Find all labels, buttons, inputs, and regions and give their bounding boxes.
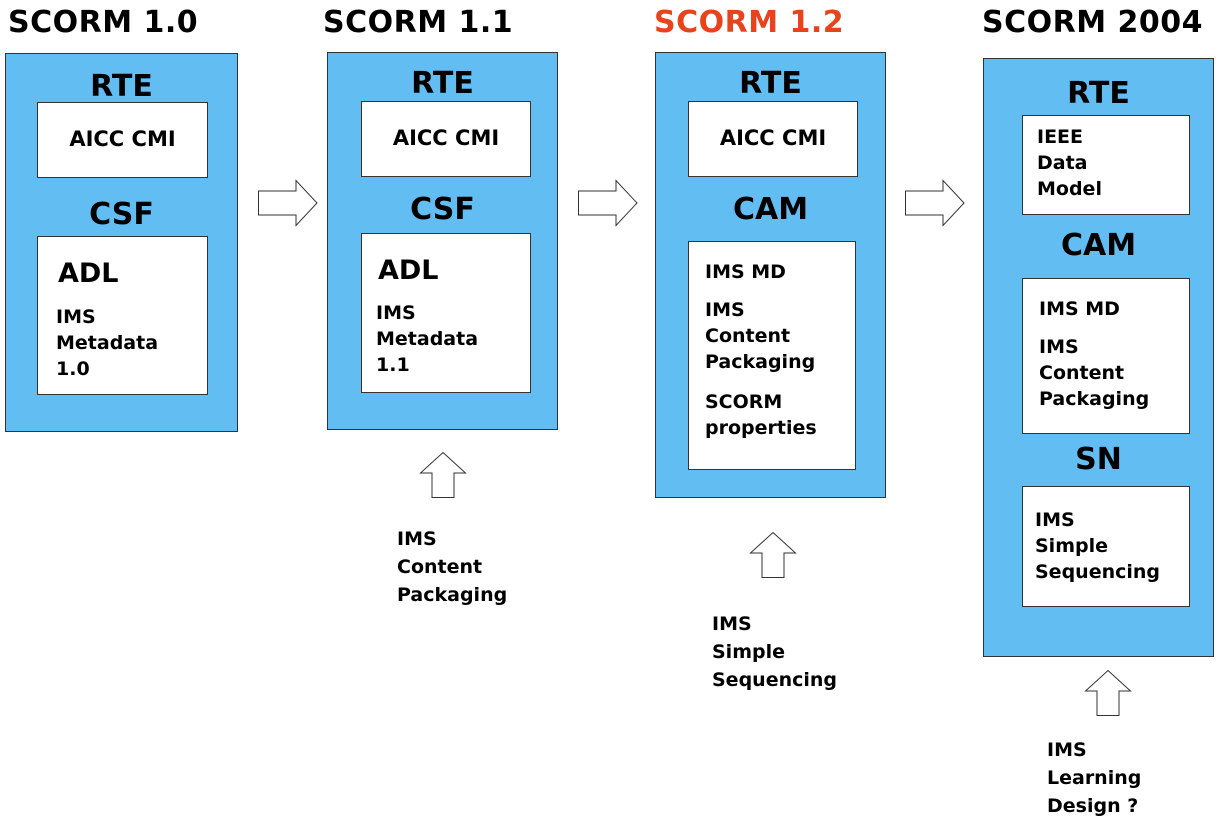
box-cam-item: IMS MD xyxy=(705,261,786,283)
title-scorm-1-0: SCORM 1.0 xyxy=(8,5,199,40)
box-rte-line: IEEE xyxy=(1037,126,1084,148)
up-arrow-icon xyxy=(1084,669,1132,716)
input-label-line: IMS xyxy=(397,528,437,550)
box-cam-item: IMS xyxy=(705,299,745,321)
box-csf-line: 1.0 xyxy=(56,358,90,380)
section-label-cam: CAM xyxy=(732,192,809,227)
box-sn-line: IMS xyxy=(1035,509,1075,531)
box-csf-line: Metadata xyxy=(56,332,159,354)
box-rte-text: AICC CMI xyxy=(69,127,176,151)
section-label-sn: SN xyxy=(1075,442,1122,477)
box-csf-line: IMS xyxy=(56,306,96,328)
input-label-line: Design ? xyxy=(1047,795,1139,817)
box-cam-item: Packaging xyxy=(1039,388,1150,410)
input-label-line: Content xyxy=(397,556,483,578)
box-cam-item: Content xyxy=(705,325,791,347)
box-cam-item: Content xyxy=(1039,362,1125,384)
box-cam-item: Packaging xyxy=(705,351,816,373)
up-arrow-icon xyxy=(419,451,467,498)
panel-scorm-1-0: RTE AICC CMI CSF ADL IMS Metadata 1.0 xyxy=(5,53,238,432)
right-arrow-icon xyxy=(258,179,318,227)
box-sn-line: Sequencing xyxy=(1035,561,1161,583)
right-arrow-icon xyxy=(578,179,638,227)
box-rte: AICC CMI xyxy=(361,101,531,177)
panel-scorm-1-1: RTE AICC CMI CSF ADL IMS Metadata 1.1 xyxy=(327,52,558,430)
box-cam-item: IMS xyxy=(1039,336,1079,358)
box-rte-line: Data xyxy=(1037,152,1088,174)
input-label-line: Simple xyxy=(712,641,785,663)
box-csf: ADL IMS Metadata 1.0 xyxy=(37,236,208,395)
up-arrow-icon xyxy=(749,531,797,578)
box-csf-line: Metadata xyxy=(376,328,479,350)
box-rte: IEEE Data Model xyxy=(1022,115,1190,215)
section-label-rte: RTE xyxy=(739,66,802,101)
section-label-csf: CSF xyxy=(89,197,154,232)
box-rte-text: AICC CMI xyxy=(392,126,500,150)
section-label-rte: RTE xyxy=(411,66,474,101)
input-label-line: IMS xyxy=(1047,739,1087,761)
section-label-rte: RTE xyxy=(1067,76,1130,111)
box-cam: IMS MD IMS Content Packaging SCORM prope… xyxy=(688,241,856,470)
section-label-cam: CAM xyxy=(1060,228,1137,263)
box-csf: ADL IMS Metadata 1.1 xyxy=(361,233,531,393)
box-csf-line: IMS xyxy=(376,302,416,324)
box-sn-line: Simple xyxy=(1035,535,1108,557)
box-csf-line: 1.1 xyxy=(376,354,410,376)
box-cam-item: properties xyxy=(705,417,817,439)
panel-scorm-1-2: RTE AICC CMI CAM IMS MD IMS Content Pack… xyxy=(655,52,886,498)
title-scorm-1-1: SCORM 1.1 xyxy=(323,5,514,40)
box-rte: AICC CMI xyxy=(688,101,858,177)
input-label-line: IMS xyxy=(712,613,752,635)
box-rte: AICC CMI xyxy=(37,102,208,178)
box-cam-item: IMS MD xyxy=(1039,298,1120,320)
input-label-line: Packaging xyxy=(397,584,508,606)
box-csf-heading: ADL xyxy=(378,255,439,286)
box-rte-line: Model xyxy=(1037,178,1102,200)
input-label-line: Learning xyxy=(1047,767,1142,789)
box-cam-item: SCORM xyxy=(705,391,783,413)
right-arrow-icon xyxy=(905,179,965,227)
box-rte-text: AICC CMI xyxy=(719,126,827,150)
box-sn: IMS Simple Sequencing xyxy=(1022,486,1190,607)
section-label-csf: CSF xyxy=(410,192,475,227)
section-label-rte: RTE xyxy=(90,69,153,104)
title-scorm-1-2: SCORM 1.2 xyxy=(654,5,845,40)
box-cam: IMS MD IMS Content Packaging xyxy=(1022,278,1190,434)
input-label-line: Sequencing xyxy=(712,669,838,691)
panel-scorm-2004: RTE IEEE Data Model CAM IMS MD IMS Conte… xyxy=(983,58,1214,657)
box-csf-heading: ADL xyxy=(58,258,119,289)
title-scorm-2004: SCORM 2004 xyxy=(982,5,1204,40)
